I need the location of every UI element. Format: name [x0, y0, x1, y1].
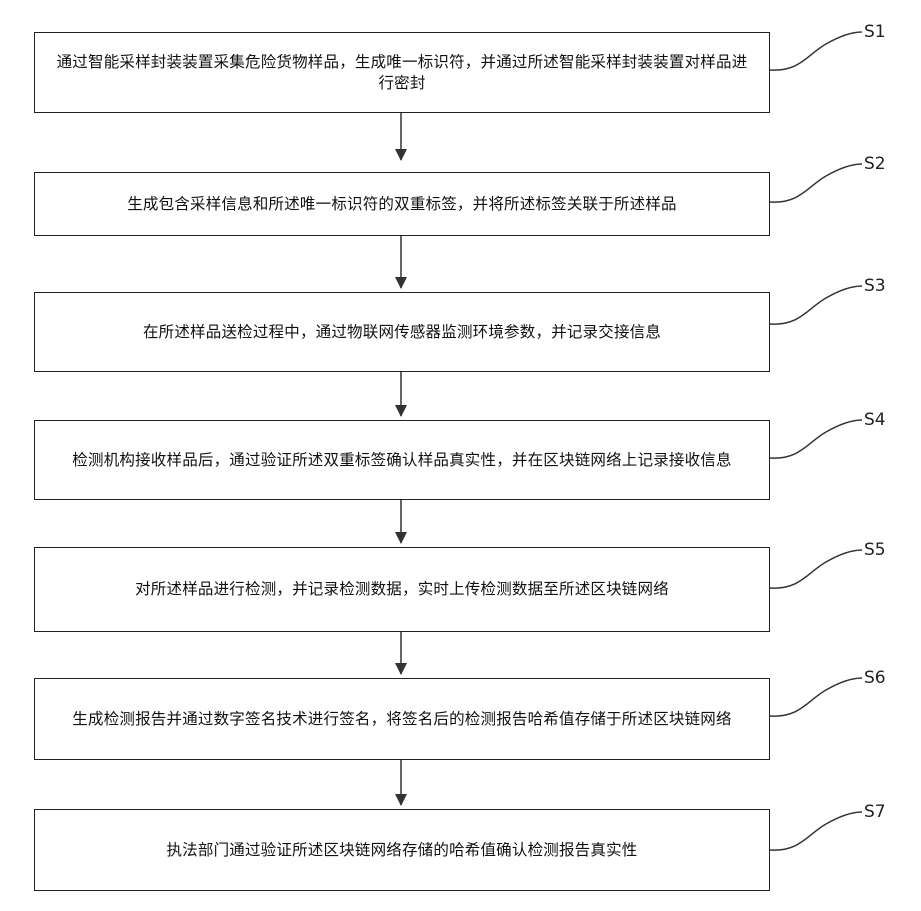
leader-line-s2	[770, 164, 862, 202]
leader-line-s4	[770, 420, 862, 458]
step-box-s4: 检测机构接收样品后，通过验证所述双重标签确认样品真实性，并在区块链网络上记录接收…	[34, 420, 770, 500]
step-label-s6: S6	[864, 668, 904, 688]
leader-line-s5	[770, 550, 862, 588]
step-text-s2: 生成包含采样信息和所述唯一标识符的双重标签，并将所述标签关联于所述样品	[50, 194, 754, 215]
leader-line-s3	[770, 286, 862, 324]
leader-line-s6	[770, 678, 862, 716]
step-box-s7: 执法部门通过验证所述区块链网络存储的哈希值确认检测报告真实性	[34, 809, 770, 891]
step-text-s1: 通过智能采样封装装置采集危险货物样品，生成唯一标识符，并通过所述智能采样封装装置…	[50, 52, 754, 94]
step-box-s1: 通过智能采样封装装置采集危险货物样品，生成唯一标识符，并通过所述智能采样封装装置…	[34, 32, 770, 113]
step-label-s7: S7	[864, 802, 904, 822]
step-label-s5: S5	[864, 540, 904, 560]
step-box-s6: 生成检测报告并通过数字签名技术进行签名，将签名后的检测报告哈希值存储于所述区块链…	[34, 678, 770, 760]
step-text-s5: 对所述样品进行检测，并记录检测数据，实时上传检测数据至所述区块链网络	[50, 579, 754, 600]
step-box-s3: 在所述样品送检过程中，通过物联网传感器监测环境参数，并记录交接信息	[34, 292, 770, 372]
step-box-s5: 对所述样品进行检测，并记录检测数据，实时上传检测数据至所述区块链网络	[34, 547, 770, 632]
leader-line-s1	[770, 32, 862, 70]
leader-line-s7	[770, 812, 862, 850]
step-text-s7: 执法部门通过验证所述区块链网络存储的哈希值确认检测报告真实性	[50, 840, 754, 861]
step-label-s3: S3	[864, 276, 904, 296]
step-text-s3: 在所述样品送检过程中，通过物联网传感器监测环境参数，并记录交接信息	[50, 322, 754, 343]
step-label-s4: S4	[864, 410, 904, 430]
step-label-s1: S1	[864, 22, 904, 42]
step-text-s4: 检测机构接收样品后，通过验证所述双重标签确认样品真实性，并在区块链网络上记录接收…	[50, 450, 754, 471]
step-box-s2: 生成包含采样信息和所述唯一标识符的双重标签，并将所述标签关联于所述样品	[34, 172, 770, 236]
step-text-s6: 生成检测报告并通过数字签名技术进行签名，将签名后的检测报告哈希值存储于所述区块链…	[50, 709, 754, 730]
step-label-s2: S2	[864, 154, 904, 174]
